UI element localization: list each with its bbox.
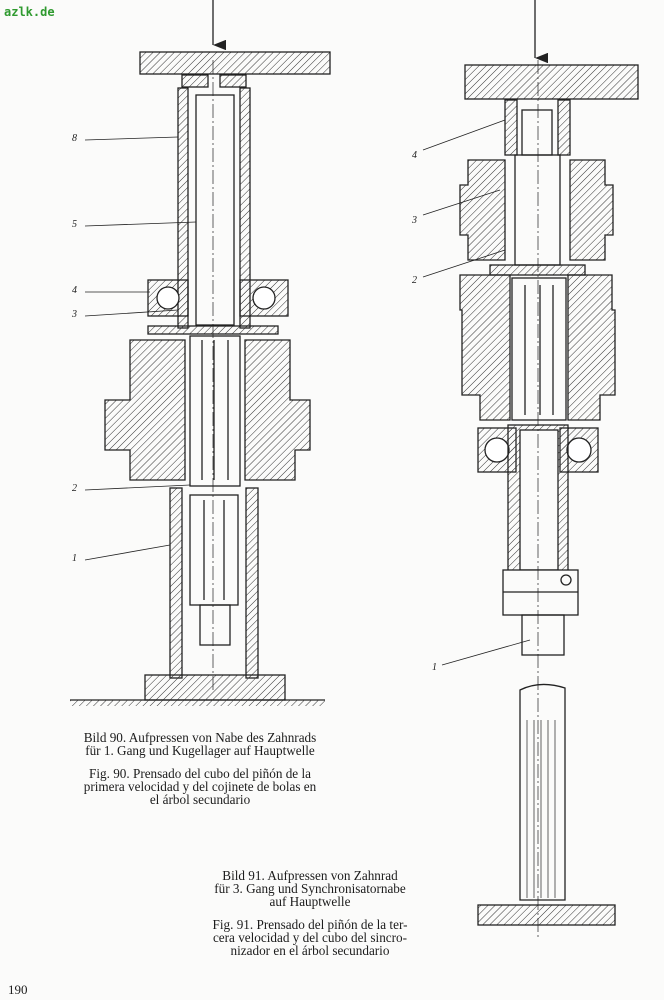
- part-label: 3: [412, 215, 417, 226]
- part-label: 2: [72, 483, 77, 494]
- caption-de-line: Bild 90. Aufpressen von Nabe des Zahnrad…: [83, 730, 317, 745]
- figure-90-caption: Bild 90. Aufpressen von Nabe des Zahnrad…: [60, 731, 340, 806]
- part-label: 8: [72, 133, 77, 144]
- caption-de-line: für 3. Gang und Synchronisatornabe: [214, 881, 406, 896]
- figure-91-drawing: [422, 0, 639, 940]
- ball-bearing-4: [147, 279, 189, 317]
- figure-90-drawing: [70, 0, 331, 706]
- caption-de-line: Bild 91. Aufpressen von Zahnrad: [222, 868, 398, 883]
- caption-es-line: cera velocidad y del cubo del sincro-: [212, 930, 408, 945]
- part-label: 2: [412, 275, 417, 286]
- caption-es-line: Fig. 91. Prensado del piñón de la ter-: [212, 917, 408, 932]
- caption-es-line: el árbol secundario: [149, 792, 251, 807]
- base-plate: [477, 904, 616, 926]
- part-label: 4: [72, 285, 77, 296]
- base-block: [144, 674, 286, 701]
- sleeve-4: [504, 99, 518, 156]
- watermark: azlk.de: [4, 5, 55, 19]
- part-label: 4: [412, 150, 417, 161]
- caption-de-line: auf Hauptwelle: [269, 894, 351, 909]
- caption-de-line: für 1. Gang und Kugellager auf Hauptwell…: [85, 743, 315, 758]
- figure-91-caption: Bild 91. Aufpressen von Zahnrad für 3. G…: [190, 869, 430, 957]
- caption-es-line: nizador en el árbol secundario: [230, 943, 390, 958]
- press-plate: [464, 64, 639, 100]
- caption-es-line: Fig. 90. Prensado del cubo del piñón de …: [89, 766, 311, 781]
- part-label: 1: [432, 662, 437, 673]
- gear-section-left: [104, 339, 186, 481]
- part-label: 5: [72, 219, 77, 230]
- press-plate: [139, 51, 331, 75]
- part-label: 1: [72, 553, 77, 564]
- caption-es-line: primera velocidad y del cojinete de bola…: [83, 779, 317, 794]
- part-label: 3: [72, 309, 77, 320]
- page-number: 190: [8, 982, 28, 997]
